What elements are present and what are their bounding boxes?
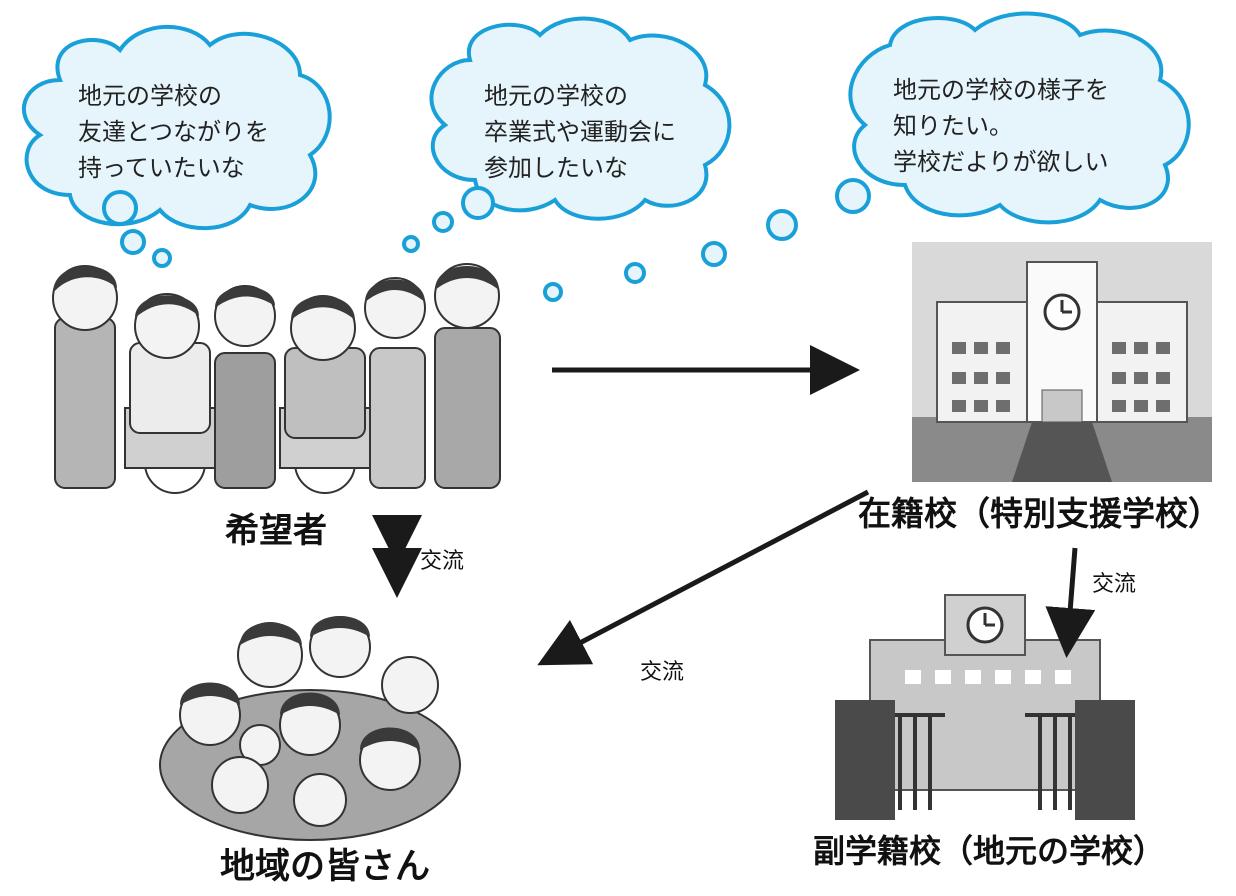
node-label-enrolled-school: 在籍校（特別支援学校） <box>858 494 1221 533</box>
bubble-1-line-1: 地元の学校の <box>78 82 222 110</box>
edge-label-enrolled-community: 交流 <box>640 660 685 685</box>
bubble-3-line-3: 学校だよりが欲しい <box>893 148 1109 176</box>
thought-bubble-2 <box>402 16 732 253</box>
applicants-illustration <box>52 263 501 494</box>
sub-school-illustration <box>835 594 1135 820</box>
bubble-1-line-3: 持っていたいな <box>78 154 245 182</box>
bubble-2-line-3: 参加したいな <box>484 154 628 182</box>
thought-bubble-1 <box>21 24 332 268</box>
bubble-2-text: 地元の学校の 卒業式や運動会に 参加したいな <box>484 78 676 186</box>
bubble-3-line-2: 知りたい。 <box>893 112 1013 140</box>
bubble-1-line-2: 友達とつながりを <box>78 118 270 146</box>
bubble-1-text: 地元の学校の 友達とつながりを 持っていたいな <box>78 78 269 186</box>
node-label-community: 地域の皆さん <box>220 847 431 887</box>
node-label-sub-school: 副学籍校（地元の学校） <box>813 832 1166 870</box>
edge-label-enrolled-sub: 交流 <box>1092 572 1137 597</box>
arrow-enrolled-to-community <box>537 489 870 666</box>
node-label-applicants: 希望者 <box>225 511 327 551</box>
bubble-3-line-1: 地元の学校の様子を <box>893 76 1109 104</box>
bubble-2-line-1: 地元の学校の <box>484 82 628 110</box>
thought-bubble-3 <box>543 11 1191 302</box>
bubble-3-text: 地元の学校の様子を 知りたい。 学校だよりが欲しい <box>893 72 1109 180</box>
edge-label-applicants-community: 交流 <box>420 549 465 574</box>
enrolled-school-illustration <box>912 242 1212 482</box>
arrow-enrolled-to-sub <box>1045 547 1096 658</box>
bubble-2-line-2: 卒業式や運動会に <box>484 118 676 146</box>
community-illustration <box>159 616 461 841</box>
